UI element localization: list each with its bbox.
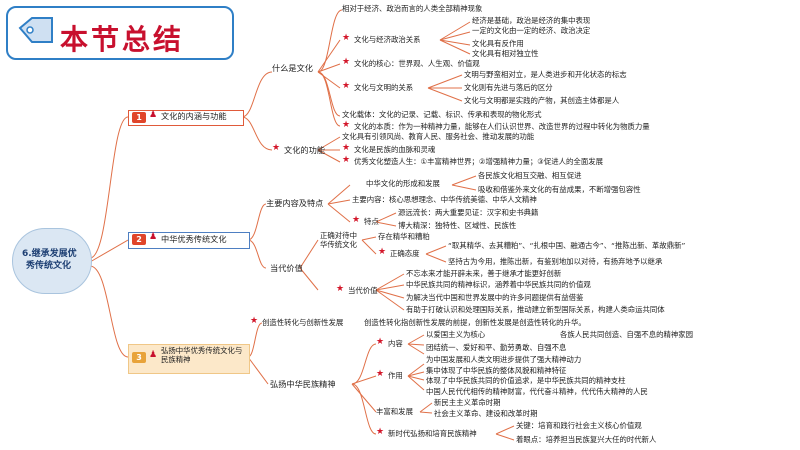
neirong-item: 各族人民共同创造、自强不息的精神家园 [560, 330, 694, 339]
func-item: 优秀文化塑造人生：①丰富精神世界；②增强精神力量；③促进人的全面发展 [354, 157, 603, 166]
zuoyong-item: 为中国发展和人类文明进步提供了强大精神动力 [426, 355, 582, 364]
branch-2-number: 2 [132, 234, 146, 245]
title-banner: 本节总结 [6, 6, 234, 60]
func-item: 文化具有引领风尚、教育人民、服务社会、推动发展的功能 [342, 132, 535, 141]
branch-2-box [128, 232, 250, 249]
econ-item: 一定的文化由一定的经济、政治决定 [472, 26, 591, 35]
form-label: 中华文化的形成和发展 [366, 179, 440, 188]
func-item: 文化是民族的血脉和灵魂 [354, 145, 436, 154]
attitude-label: 正确对待中华传统文化 [320, 231, 357, 249]
root-node [12, 228, 92, 294]
xinshidai-label: 新时代弘扬和培育民族精神 [388, 429, 477, 438]
form-item: 各民族文化相互交融、相互促进 [478, 171, 582, 180]
cc-text: 创造性转化指创新性发展的前提，创新性发展是创造性转化的升华。 [364, 318, 586, 327]
neirong-item: 团结统一、爱好和平、勤劳勇敢、自强不息 [426, 343, 567, 352]
econ-label: 文化与经济政治关系 [354, 35, 421, 44]
xinshidai-item: 关键：培育和践行社会主义核心价值观 [516, 421, 642, 430]
form-item: 吸收和借鉴外来文化的有益成果，不断增强包容性 [478, 185, 641, 194]
neirong-item: 以爱国主义为核心 [426, 330, 486, 339]
attitude-detail: “取其精华、去其糟粕”、“扎根中国、融通古今”、“推陈出新、革故鼎新” [448, 241, 686, 250]
value-item: 有助于打破认识和处理国际关系，推动建立新型国际关系，构建人类命运共同体 [406, 305, 665, 314]
xinshidai-item: 着眼点：培养担当民族复兴大任的时代新人 [516, 435, 657, 444]
attitude-detail: 坚持古为今用，推陈出新，有鉴别地加以对待，有扬弃地予以继承 [448, 257, 663, 266]
func-label: 文化的功能 [284, 145, 325, 155]
star-icon: ★ [376, 369, 385, 379]
econ-item: 经济是基础，政治是经济的集中表现 [472, 16, 591, 25]
star-icon: ★ [342, 120, 351, 130]
civ-item: 文化则有先进与落后的区分 [464, 83, 553, 92]
fengfu-item: 社会主义革命、建设和改革时期 [434, 409, 538, 418]
person-icon: ♟ [149, 232, 158, 242]
feat-item: 博大精深：独特性、区域性、民族性 [398, 221, 517, 230]
branch-1-box [128, 110, 244, 126]
attitude-item: 正确态度 [390, 249, 420, 258]
zuoyong-item: 体现了中华民族共同的价值追求，是中华民族共同的精神支柱 [426, 376, 626, 385]
star-icon: ★ [336, 284, 345, 294]
feat-item: 源远流长：两大重要见证：汉字和史书典籍 [398, 208, 539, 217]
main-content: 主要内容：核心思想理念、中华传统美德、中华人文精神 [352, 195, 537, 204]
star-icon: ★ [250, 316, 259, 326]
star-icon: ★ [352, 215, 361, 225]
zuoyong-label: 作用 [388, 371, 403, 380]
star-icon: ★ [378, 247, 387, 257]
value-item: 不忘本来才能开辟未来，善于继承才能更好创新 [406, 269, 562, 278]
star-icon: ★ [342, 81, 351, 91]
what-is-culture: 什么是文化 [272, 63, 313, 73]
branch-1-label: 文化的内涵与功能 [161, 111, 227, 121]
branch-3-box [128, 344, 250, 374]
root-line-1: 6.继承发展优 [22, 249, 77, 259]
person-icon: ♟ [149, 350, 158, 360]
value-label: 当代价值 [348, 286, 378, 295]
civ-item: 文明与野蛮相对立，是人类进步和开化状态的标志 [464, 70, 627, 79]
modern-label: 当代价值 [270, 263, 303, 273]
branch-3-number: 3 [132, 352, 146, 363]
root-line-2: 秀传统文化 [26, 261, 72, 271]
zuoyong-item: 集中体现了中华民族的整体风貌和精神特征 [426, 366, 567, 375]
spirit-label: 弘扬中华民族精神 [270, 379, 336, 389]
econ-item: 文化具有相对独立性 [472, 49, 539, 58]
star-icon: ★ [342, 155, 351, 165]
branch-2-label: 中华优秀传统文化 [161, 234, 227, 244]
star-icon: ★ [342, 33, 351, 43]
person-icon: ♟ [149, 110, 158, 120]
culture-definition: 相对于经济、政治而言的人类全部精神现象 [342, 4, 483, 13]
culture-carrier: 文化载体：文化的记录、记载、标识、传承和表现的物化形式 [342, 110, 542, 119]
star-icon: ★ [272, 143, 281, 153]
attitude-item: 存在精华和糟粕 [378, 232, 430, 241]
value-item: 中华民族共同的精神标识，涵养着中华民族共同的价值观 [406, 280, 591, 289]
civ-item: 文化与文明都是实践的产物，其创造主体都是人 [464, 96, 620, 105]
content-label: 主要内容及特点 [266, 198, 324, 208]
cc-label: 创造性转化与创新性发展 [262, 318, 344, 327]
civ-label: 文化与文明的关系 [354, 83, 414, 92]
page-title: 本节总结 [60, 23, 185, 56]
tag-icon [18, 17, 53, 43]
branch-3-label: 弘扬中华优秀传统文化与民族精神 [161, 346, 243, 364]
culture-essence: 文化的本质：作为一种精神力量，能够在人们认识世界、改造世界的过程中转化为物质力量 [354, 122, 650, 131]
econ-item: 文化具有反作用 [472, 39, 524, 48]
star-icon: ★ [376, 427, 385, 437]
culture-core: 文化的核心：世界观、人生观、价值观 [354, 59, 480, 68]
fengfu-item: 新民主主义革命时期 [434, 398, 501, 407]
feat-label: 特点 [364, 217, 379, 226]
star-icon: ★ [342, 143, 351, 153]
zuoyong-item: 中国人民代代相传的精神财富，代代奋斗精神，代代伟大精神的人民 [426, 387, 648, 396]
star-icon: ★ [376, 337, 385, 347]
branch-1-number: 1 [132, 112, 146, 123]
star-icon: ★ [342, 57, 351, 67]
fengfu-label: 丰富和发展 [376, 407, 413, 416]
neirong-label: 内容 [388, 339, 403, 348]
value-item: 为解决当代中国和世界发展中的许多问题提供有益借鉴 [406, 293, 584, 302]
